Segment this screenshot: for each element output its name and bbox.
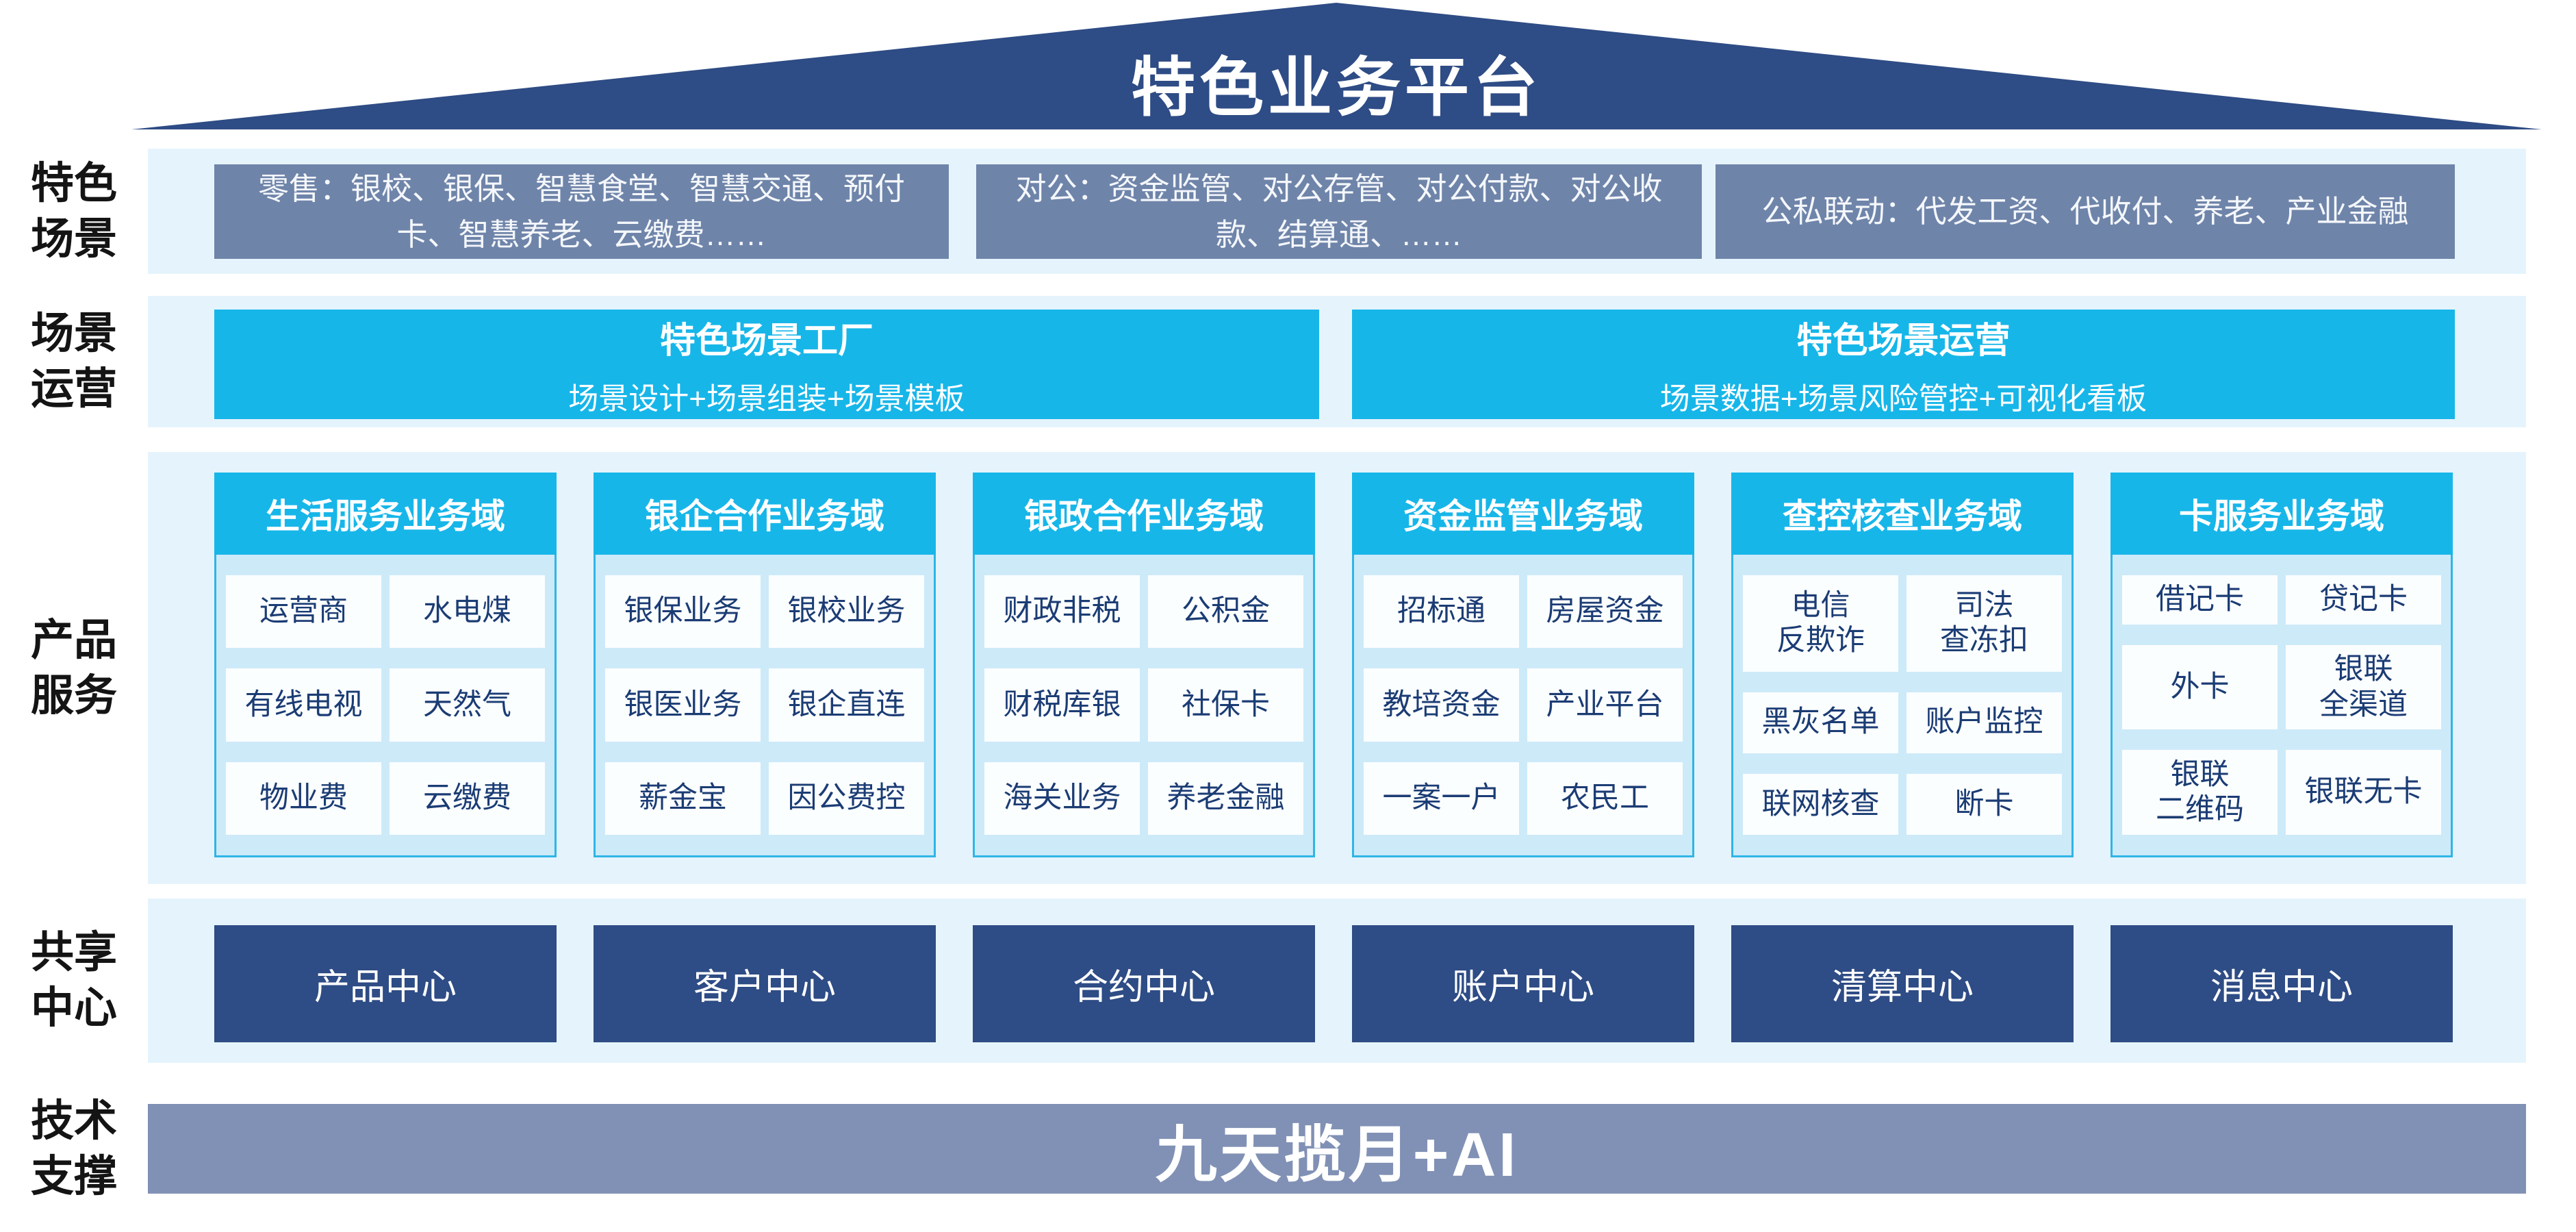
product-item: 电信 反欺诈 (1743, 575, 1898, 672)
product-item: 物业费 (226, 762, 381, 835)
operation-box-subtitle: 场景设计+场景组装+场景模板 (568, 381, 965, 416)
product-item: 黑灰名单 (1743, 692, 1898, 753)
column-header: 生活服务业务域 (214, 473, 557, 555)
product-item: 教培资金 (1364, 668, 1519, 742)
shared-center-message: 消息中心 (2110, 925, 2453, 1042)
column-header: 卡服务业务域 (2110, 473, 2453, 555)
row-label-product: 产品 服务 (31, 616, 117, 720)
operation-box-factory: 特色场景工厂 场景设计+场景组装+场景模板 (214, 310, 1319, 419)
scene-box-retail: 零售：银校、银保、智慧食堂、智慧交通、预付卡、智慧养老、云缴费…… (214, 164, 949, 259)
product-item: 贷记卡 (2286, 575, 2441, 625)
shared-center-customer: 客户中心 (594, 925, 936, 1042)
row-label-shared: 共享 中心 (31, 929, 117, 1032)
operation-box-subtitle: 场景数据+场景风险管控+可视化看板 (1659, 381, 2147, 416)
product-item: 银校业务 (769, 575, 924, 649)
column-body: 财政非税 公积金 财税库银 社保卡 海关业务 养老金融 (973, 555, 1315, 857)
product-item: 账户监控 (1907, 692, 2062, 753)
column-header: 银政合作业务域 (973, 473, 1315, 555)
product-item: 云缴费 (390, 762, 545, 835)
product-item: 运营商 (226, 575, 381, 649)
shared-center-contract: 合约中心 (973, 925, 1315, 1042)
operation-box-title: 特色场景运营 (1796, 320, 2011, 361)
product-item: 房屋资金 (1527, 575, 1683, 649)
product-item: 银保业务 (605, 575, 761, 649)
product-item: 招标通 (1364, 575, 1519, 649)
column-body: 电信 反欺诈 司法 查冻扣 黑灰名单 账户监控 联网核查 断卡 (1731, 555, 2074, 857)
column-header: 资金监管业务域 (1352, 473, 1694, 555)
column-body: 银保业务 银校业务 银医业务 银企直连 薪金宝 因公费控 (594, 555, 936, 857)
scene-box-linkage: 公私联动：代发工资、代收付、养老、产业金融 (1716, 164, 2455, 259)
shared-center-account: 账户中心 (1352, 925, 1694, 1042)
product-item: 海关业务 (984, 762, 1140, 835)
product-column-bank-government: 银政合作业务域 财政非税 公积金 财税库银 社保卡 海关业务 养老金融 (973, 473, 1315, 857)
product-item: 农民工 (1527, 762, 1683, 835)
column-body: 借记卡 贷记卡 外卡 银联 全渠道 银联 二维码 银联无卡 (2110, 555, 2453, 857)
product-item: 公积金 (1148, 575, 1303, 649)
product-item: 司法 查冻扣 (1907, 575, 2062, 672)
tech-support-band: 九天揽月+AI (148, 1104, 2526, 1194)
product-item: 银企直连 (769, 668, 924, 742)
column-body: 运营商 水电煤 有线电视 天然气 物业费 云缴费 (214, 555, 557, 857)
row-label-tech: 技术 支撑 (31, 1096, 117, 1200)
product-item: 外卡 (2122, 644, 2278, 730)
product-item: 养老金融 (1148, 762, 1303, 835)
product-column-inquiry-control: 查控核查业务域 电信 反欺诈 司法 查冻扣 黑灰名单 账户监控 联网核查 断卡 (1731, 473, 2074, 857)
product-item: 天然气 (390, 668, 545, 742)
product-item: 借记卡 (2122, 575, 2278, 625)
product-item: 断卡 (1907, 773, 2062, 835)
product-column-life-services: 生活服务业务域 运营商 水电煤 有线电视 天然气 物业费 云缴费 (214, 473, 557, 857)
product-column-bank-enterprise: 银企合作业务域 银保业务 银校业务 银医业务 银企直连 薪金宝 因公费控 (594, 473, 936, 857)
product-item: 因公费控 (769, 762, 924, 835)
operation-box-ops: 特色场景运营 场景数据+场景风险管控+可视化看板 (1352, 310, 2455, 419)
product-item: 社保卡 (1148, 668, 1303, 742)
shared-center-clearing: 清算中心 (1731, 925, 2074, 1042)
column-header: 银企合作业务域 (594, 473, 936, 555)
column-header: 查控核查业务域 (1731, 473, 2074, 555)
roof-shape (131, 3, 2542, 129)
product-item: 财政非税 (984, 575, 1140, 649)
product-item: 产业平台 (1527, 668, 1683, 742)
scene-box-corporate: 对公：资金监管、对公存管、对公付款、对公收款、结算通、…… (976, 164, 1702, 259)
shared-center-product: 产品中心 (214, 925, 557, 1042)
product-column-fund-supervision: 资金监管业务域 招标通 房屋资金 教培资金 产业平台 一案一户 农民工 (1352, 473, 1694, 857)
product-item: 银医业务 (605, 668, 761, 742)
product-item: 一案一户 (1364, 762, 1519, 835)
product-item: 银联 全渠道 (2286, 644, 2441, 730)
product-item: 银联 二维码 (2122, 750, 2278, 835)
page-title: 特色业务平台 (1130, 51, 1542, 123)
operation-box-title: 特色场景工厂 (659, 320, 873, 361)
row-label-operation: 场景 运营 (31, 310, 117, 413)
product-item: 银联无卡 (2286, 750, 2441, 835)
product-item: 薪金宝 (605, 762, 761, 835)
row-label-scene: 特色 场景 (31, 159, 117, 263)
product-column-card-services: 卡服务业务域 借记卡 贷记卡 外卡 银联 全渠道 银联 二维码 银联无卡 (2110, 473, 2453, 857)
product-item: 水电煤 (390, 575, 545, 649)
product-item: 财税库银 (984, 668, 1140, 742)
column-body: 招标通 房屋资金 教培资金 产业平台 一案一户 农民工 (1352, 555, 1694, 857)
product-item: 联网核查 (1743, 773, 1898, 835)
product-item: 有线电视 (226, 668, 381, 742)
